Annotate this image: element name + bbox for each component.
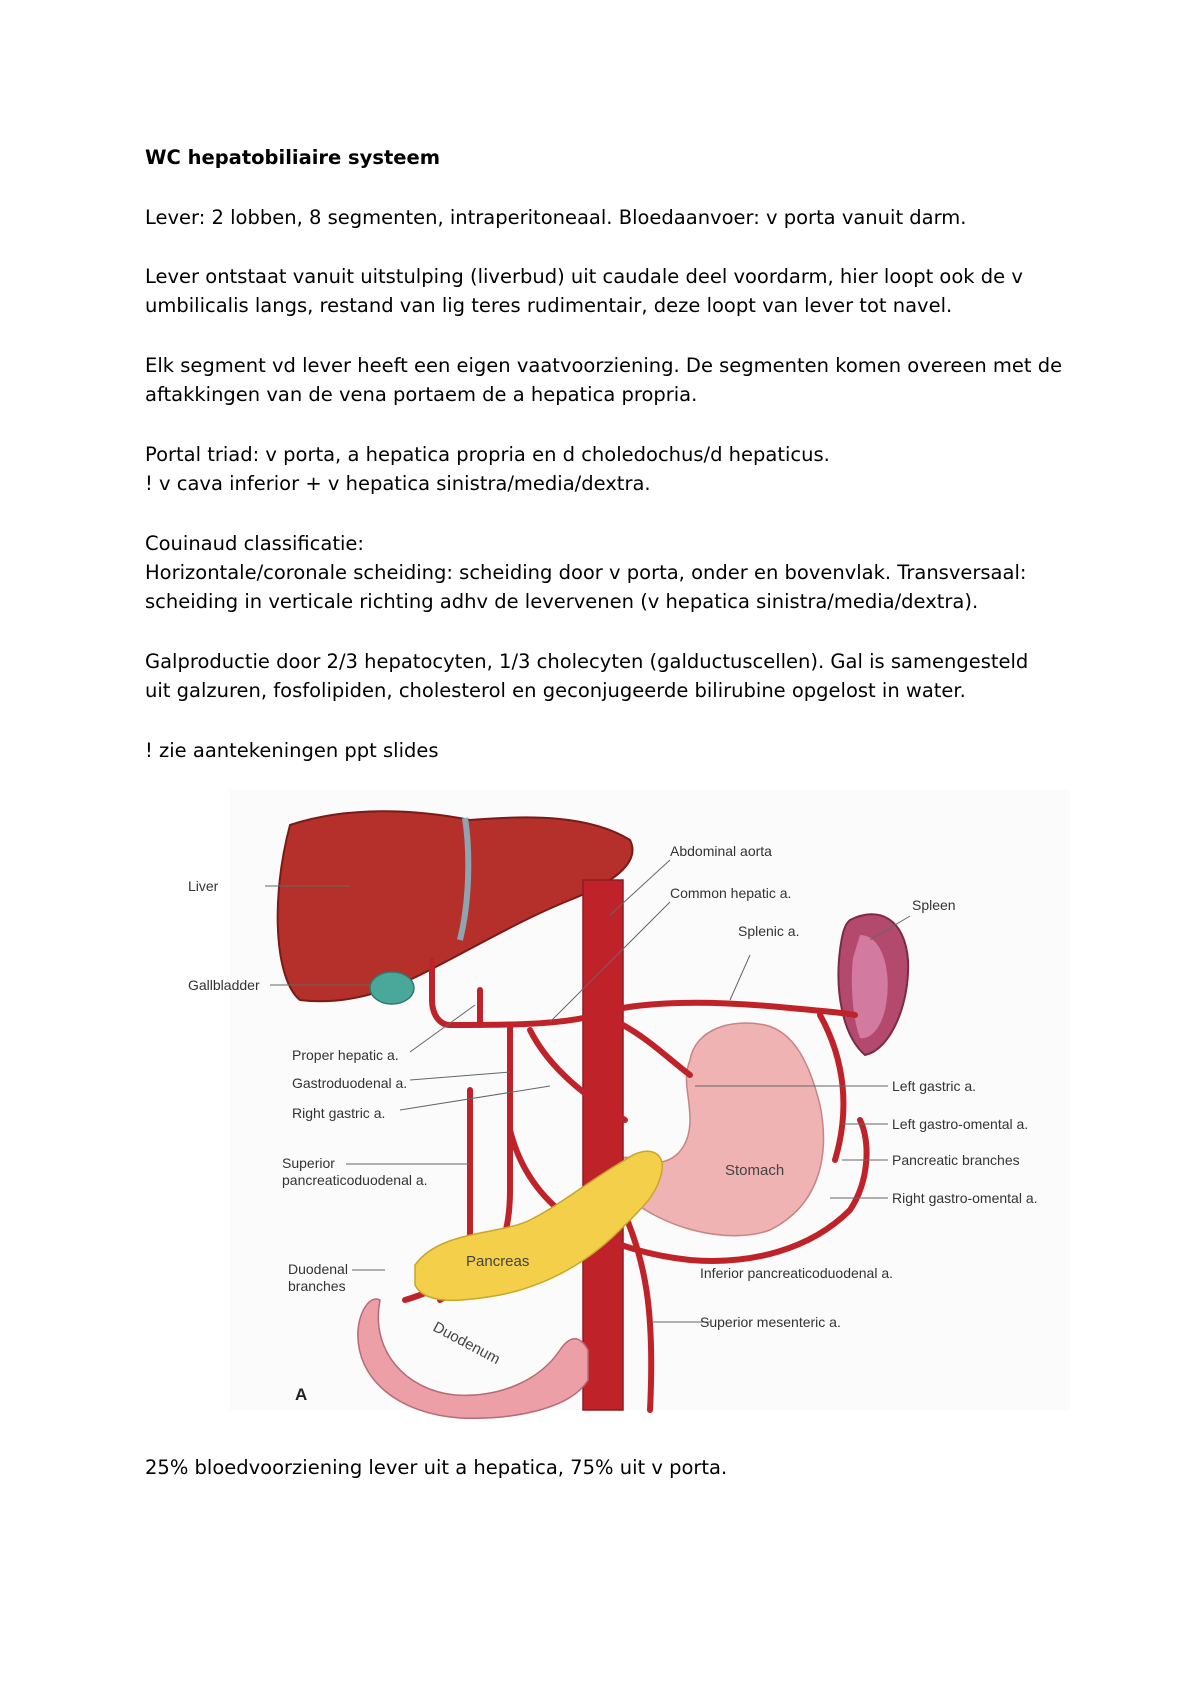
label-left-gastric: Left gastric a. [892, 1078, 976, 1094]
organ-label-pancreas: Pancreas [466, 1253, 529, 1270]
label-abdominal-aorta: Abdominal aorta [670, 843, 772, 859]
leader-gastroduodenal [409, 1071, 511, 1081]
label-proper-hepatic: Proper hepatic a. [292, 1047, 399, 1063]
paragraph-line: Portal triad: v porta, a hepatica propri… [145, 443, 830, 466]
label-superior-mesenteric: Superior mesenteric a. [700, 1314, 841, 1330]
label-common-hepatic: Common hepatic a. [670, 885, 791, 901]
common-hepatic-artery [429, 957, 586, 1028]
paragraph-galproductie: Galproductie door 2/3 hepatocyten, 1/3 c… [145, 647, 1085, 705]
anatomy-figure: Liver Gallbladder Abdominal aorta Common… [170, 790, 1070, 1430]
left-gastric-artery [620, 1022, 693, 1078]
label-right-gastric: Right gastric a. [292, 1105, 385, 1121]
paragraph-lever: Lever: 2 lobben, 8 segmenten, intraperit… [145, 203, 1085, 232]
label-superior-pd-line1: Superior [282, 1155, 335, 1171]
footer-line: 25% bloedvoorziening lever uit a hepatic… [145, 1456, 728, 1479]
label-gallbladder: Gallbladder [188, 977, 260, 993]
paragraph-line: ! v cava inferior + v hepatica sinistra/… [145, 472, 651, 495]
leader-abdominal-aorta [609, 859, 671, 916]
superior-mesenteric-artery [620, 1207, 655, 1413]
label-duodenal-line1: Duodenal [288, 1261, 348, 1277]
paragraph-line: Lever ontstaat vanuit uitstulping (liver… [145, 265, 1023, 288]
paragraph-ontstaat: Lever ontstaat vanuit uitstulping (liver… [145, 262, 1085, 320]
paragraph-line: Lever: 2 lobben, 8 segmenten, intraperit… [145, 206, 967, 229]
spleen-inner [851, 935, 888, 1039]
label-spleen: Spleen [912, 897, 956, 913]
paragraph-segment: Elk segment vd lever heeft een eigen vaa… [145, 351, 1085, 409]
stomach-shape [609, 1022, 825, 1237]
paragraph-line: aftakkingen van de vena portaem de a hep… [145, 383, 698, 406]
paragraph-couinaud: Couinaud classificatie: Horizontale/coro… [145, 529, 1085, 616]
leader-proper-hepatic [409, 1004, 476, 1053]
label-liver: Liver [188, 878, 219, 894]
paragraph-line: Elk segment vd lever heeft een eigen vaa… [145, 354, 1063, 377]
liver-falciform-ligament [457, 817, 472, 941]
abdominal-aorta-vessel [582, 879, 624, 1411]
label-gastroduodenal: Gastroduodenal a. [292, 1075, 407, 1091]
document-title: WC hepatobiliaire systeem [145, 146, 441, 169]
paragraph-portal-triad: Portal triad: v porta, a hepatica propri… [145, 440, 1085, 498]
figure-panel-label: A [295, 1385, 307, 1404]
label-pancreatic-branches: Pancreatic branches [892, 1152, 1020, 1168]
label-splenic: Splenic a. [738, 923, 799, 939]
leader-right-gastric [399, 1085, 551, 1111]
right-gastric-artery [527, 1027, 628, 1123]
celiac-trunk-diagram: Liver Gallbladder Abdominal aorta Common… [188, 790, 1070, 1419]
splenic-artery [620, 999, 858, 1018]
duodenum-shape [357, 1298, 589, 1419]
leader-spleen [869, 915, 911, 941]
label-inferior-pd: Inferior pancreaticoduodenal a. [700, 1265, 893, 1281]
leader-splenic [729, 954, 751, 1001]
paragraph-line: ! zie aantekeningen ppt slides [145, 739, 439, 762]
organ-label-stomach: Stomach [725, 1162, 784, 1179]
paragraph-line: Couinaud classificatie: [145, 532, 364, 555]
leader-common-hepatic [549, 901, 671, 1023]
label-right-gastro-omental: Right gastro-omental a. [892, 1190, 1038, 1206]
label-left-gastro-omental: Left gastro-omental a. [892, 1116, 1028, 1132]
paragraph-line: Horizontale/coronale scheiding: scheidin… [145, 561, 1027, 584]
paragraph-line: Galproductie door 2/3 hepatocyten, 1/3 c… [145, 650, 1029, 673]
pancreas-shape [414, 1150, 663, 1302]
paragraph-line: uit galzuren, fosfolipiden, cholesterol … [145, 679, 966, 702]
gallbladder-shape [369, 971, 415, 1005]
label-superior-pd-line2: pancreaticoduodenal a. [282, 1172, 428, 1188]
paragraph-aantekeningen: ! zie aantekeningen ppt slides [145, 736, 1085, 765]
paragraph-line: scheiding in verticale richting adhv de … [145, 590, 979, 613]
paragraph-line: umbilicalis langs, restand van lig teres… [145, 294, 953, 317]
label-duodenal-line2: branches [288, 1278, 346, 1294]
